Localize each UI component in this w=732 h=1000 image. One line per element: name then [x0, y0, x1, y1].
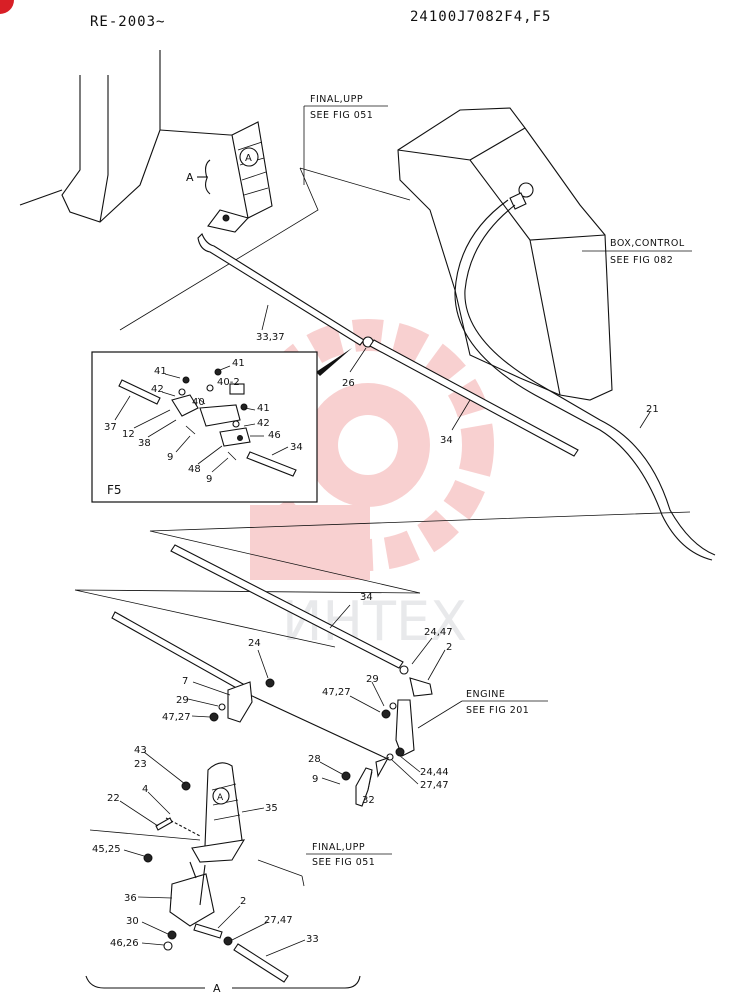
leader-line	[89, 829, 201, 841]
f5-callout-37: 37	[104, 422, 117, 433]
accelerator-pedal-top: A	[207, 121, 273, 233]
f5-callout-41b: 41	[232, 358, 245, 369]
leader-line	[301, 875, 305, 887]
rod-lower-link	[249, 694, 391, 761]
svg-text:A: A	[217, 793, 224, 803]
view-bracket	[204, 159, 211, 195]
view-bracket-bottom	[85, 975, 361, 989]
callout-46-26: 46,26	[110, 938, 139, 949]
model-range-label: RE-2003~	[90, 14, 166, 30]
callout-23: 23	[134, 759, 147, 770]
ref-final-upp-bottom: FINAL,UPP SEE FIG 051	[306, 842, 392, 868]
ref-box-control-label: BOX,CONTROL	[610, 238, 685, 249]
callout-32: 32	[362, 795, 375, 806]
view-a-marker-top: A	[186, 171, 194, 184]
floor-outline	[119, 167, 411, 331]
callout-34-mid: 34	[360, 592, 373, 603]
rod-33	[233, 943, 289, 983]
ref-see-fig-082: SEE FIG 082	[610, 255, 673, 266]
watermark-logo: ИНТЕХ	[242, 319, 494, 653]
accelerator-pedal-bottom: A	[143, 762, 246, 951]
ref-see-fig-051-bottom: SEE FIG 051	[312, 857, 375, 868]
ref-see-fig-201: SEE FIG 201	[466, 705, 529, 716]
f5-callout-40-2: 40-2	[217, 377, 240, 388]
callout-24-44: 24,44	[420, 767, 449, 778]
callout-33: 33	[306, 934, 319, 945]
callout-34-upper: 34	[440, 435, 453, 446]
detail-frame-f5: F5 41 41 40-2 42	[91, 351, 318, 503]
svg-text:A: A	[245, 153, 252, 164]
callout-24: 24	[248, 638, 261, 649]
rod-lower	[111, 611, 244, 691]
callout-27-47-bottom: 27,47	[264, 915, 293, 926]
callout-28: 28	[308, 754, 321, 765]
f5-callout-12: 12	[122, 429, 135, 440]
leader-line	[257, 859, 303, 877]
ref-final-upp-label-top: FINAL,UPP	[310, 94, 363, 105]
f5-callout-9b: 9	[206, 474, 212, 485]
callout-21: 21	[646, 404, 659, 415]
rod-34-mid	[170, 544, 404, 669]
callout-47-27-right: 47,27	[322, 687, 351, 698]
break-plane-lower	[74, 589, 421, 648]
callout-7: 7	[182, 676, 188, 687]
callout-43: 43	[134, 745, 147, 756]
corner-mark	[0, 0, 14, 14]
ref-final-upp-label-bottom: FINAL,UPP	[312, 842, 365, 853]
ref-final-upp-top: FINAL,UPP SEE FIG 051	[303, 94, 388, 185]
callout-47-27-left: 47,27	[162, 712, 191, 723]
frame-post	[19, 50, 260, 223]
callout-29-right: 29	[366, 674, 379, 685]
ref-box-control: BOX,CONTROL SEE FIG 082	[582, 238, 692, 266]
f5-callout-48: 48	[188, 464, 201, 475]
f5-callout-9a: 9	[167, 452, 173, 463]
callout-45-25: 45,25	[92, 844, 121, 855]
view-a-marker-bottom: A	[213, 982, 221, 995]
callout-27-47-mid: 27,47	[420, 780, 449, 791]
f5-callout-42b: 42	[257, 418, 270, 429]
ref-see-fig-051-top: SEE FIG 051	[310, 110, 373, 121]
ref-engine: ENGINE SEE FIG 201	[417, 689, 548, 729]
f5-callout-42a: 42	[151, 384, 164, 395]
detail-frame-label: F5	[107, 483, 122, 497]
detail-pointer	[316, 348, 352, 376]
ref-engine-label: ENGINE	[466, 689, 505, 700]
callout-30: 30	[126, 916, 139, 927]
callout-9: 9	[312, 774, 318, 785]
callout-33-37: 33,37	[256, 332, 285, 343]
control-box	[397, 107, 613, 401]
callout-2-bottom: 2	[240, 896, 246, 907]
callout-29-left: 29	[176, 695, 189, 706]
callout-36: 36	[124, 893, 137, 904]
part-code-label: 24100J7082F4,F5	[410, 9, 552, 25]
f5-callout-41a: 41	[154, 366, 167, 377]
cable-21-outer	[454, 199, 713, 561]
callout-4: 4	[142, 784, 148, 795]
f5-callout-41c: 41	[257, 403, 270, 414]
cable-21	[464, 204, 716, 556]
rod-33-37	[197, 233, 365, 346]
callout-35: 35	[265, 803, 278, 814]
callout-24-47: 24,47	[424, 627, 453, 638]
engine-lever	[341, 665, 433, 807]
rod-34-upper	[369, 339, 579, 457]
f5-callout-38: 38	[138, 438, 151, 449]
callout-26: 26	[342, 378, 355, 389]
f5-callout-40: 40	[192, 397, 205, 408]
callout-22: 22	[107, 793, 120, 804]
f5-callout-34: 34	[290, 442, 303, 453]
break-plane-upper	[149, 511, 691, 594]
bracket-7	[209, 678, 275, 723]
f5-callout-46: 46	[268, 430, 281, 441]
callout-2-top: 2	[446, 642, 452, 653]
